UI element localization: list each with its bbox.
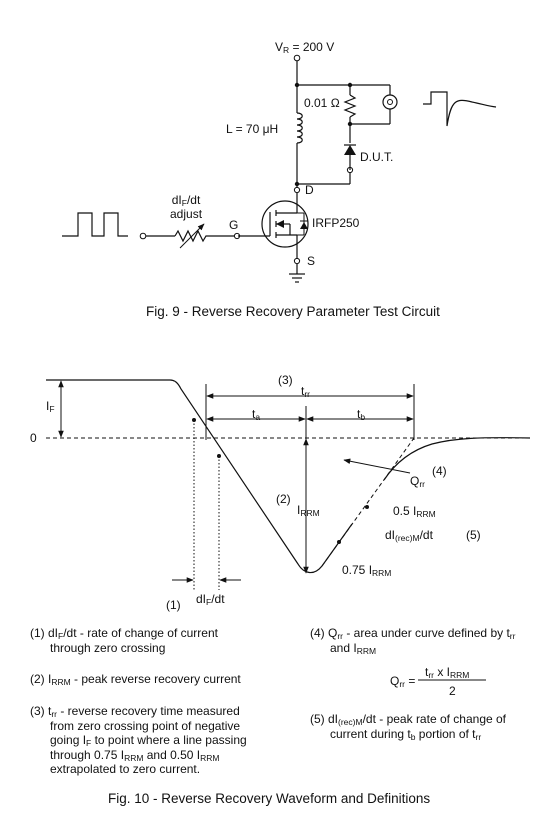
- qrr-equation-lhs: Qrr =: [390, 674, 416, 689]
- drain-terminal: [293, 186, 301, 194]
- source-label: S: [307, 254, 316, 268]
- mosfet-label: IRFP250: [312, 216, 360, 230]
- drain-label: D: [305, 183, 314, 197]
- input-terminal: [139, 232, 147, 240]
- if-label: IF: [46, 399, 55, 414]
- didt-number-label: (1): [166, 598, 181, 612]
- supply-terminal: [293, 54, 301, 62]
- fig10-caption: Fig. 10 - Reverse Recovery Waveform and …: [108, 791, 431, 806]
- dut-label: D.U.T.: [360, 150, 394, 164]
- didt-rec-label: dI(rec)M/dt: [385, 528, 433, 543]
- qrr-number-label: (4): [432, 464, 447, 478]
- ta-label: ta: [252, 407, 261, 422]
- qrr-equation-denominator: 2: [449, 684, 456, 698]
- gate-pulse-waveform: [62, 212, 128, 237]
- fig9-caption: Fig. 9 - Reverse Recovery Parameter Test…: [146, 304, 440, 319]
- qrr-label: Qrr: [410, 474, 426, 489]
- tb-label: tb: [357, 407, 366, 422]
- dut-diode: [344, 145, 356, 155]
- shunt-resistor: [343, 94, 357, 118]
- inductor-coil: [296, 112, 303, 144]
- didt-rec-number-label: (5): [466, 528, 481, 542]
- definition-3: (3) trr - reverse recovery time measured…: [30, 704, 247, 776]
- didt-label: dIF/dt: [196, 592, 225, 607]
- irrm-number-label: (2): [276, 492, 291, 506]
- gate-variable-resistor: [174, 229, 234, 243]
- definition-4: (4) Qrr - area under curve defined by tr…: [310, 626, 516, 656]
- gate-label: G: [229, 218, 239, 232]
- half-irrm-label: 0.5 IRRM: [393, 504, 436, 519]
- gate-terminal: [233, 232, 241, 240]
- current-waveform: [46, 379, 531, 574]
- mosfet-irfp250: [261, 200, 309, 248]
- output-recovery-waveform: [423, 91, 497, 127]
- oscilloscope-probe: [382, 94, 398, 110]
- zero-label: 0: [30, 431, 37, 445]
- definition-2: (2) IRRM - peak reverse recovery current: [30, 672, 241, 687]
- irrm-label: IRRM: [297, 503, 320, 518]
- didt-adjust-label: dIF/dt adjust: [170, 193, 203, 221]
- source-terminal: [293, 257, 301, 265]
- definition-1: (1) dIF/dt - rate of change of current t…: [30, 626, 218, 655]
- supply-voltage-label: VR = 200 V: [275, 40, 335, 55]
- three-quarter-irrm-label: 0.75 IRRM: [342, 563, 392, 578]
- inductor-label: L = 70 μH: [226, 122, 279, 136]
- recovery-waveform-plot: [46, 379, 531, 681]
- trr-number-label: (3): [278, 373, 293, 387]
- shunt-label: 0.01 Ω: [304, 96, 340, 110]
- definition-5: (5) dI(rec)M/dt - peak rate of change of…: [310, 712, 507, 742]
- qrr-equation-numerator: trr x IRRM: [425, 665, 470, 680]
- extrapolation-line: [321, 437, 415, 567]
- trr-label: trr: [301, 384, 311, 399]
